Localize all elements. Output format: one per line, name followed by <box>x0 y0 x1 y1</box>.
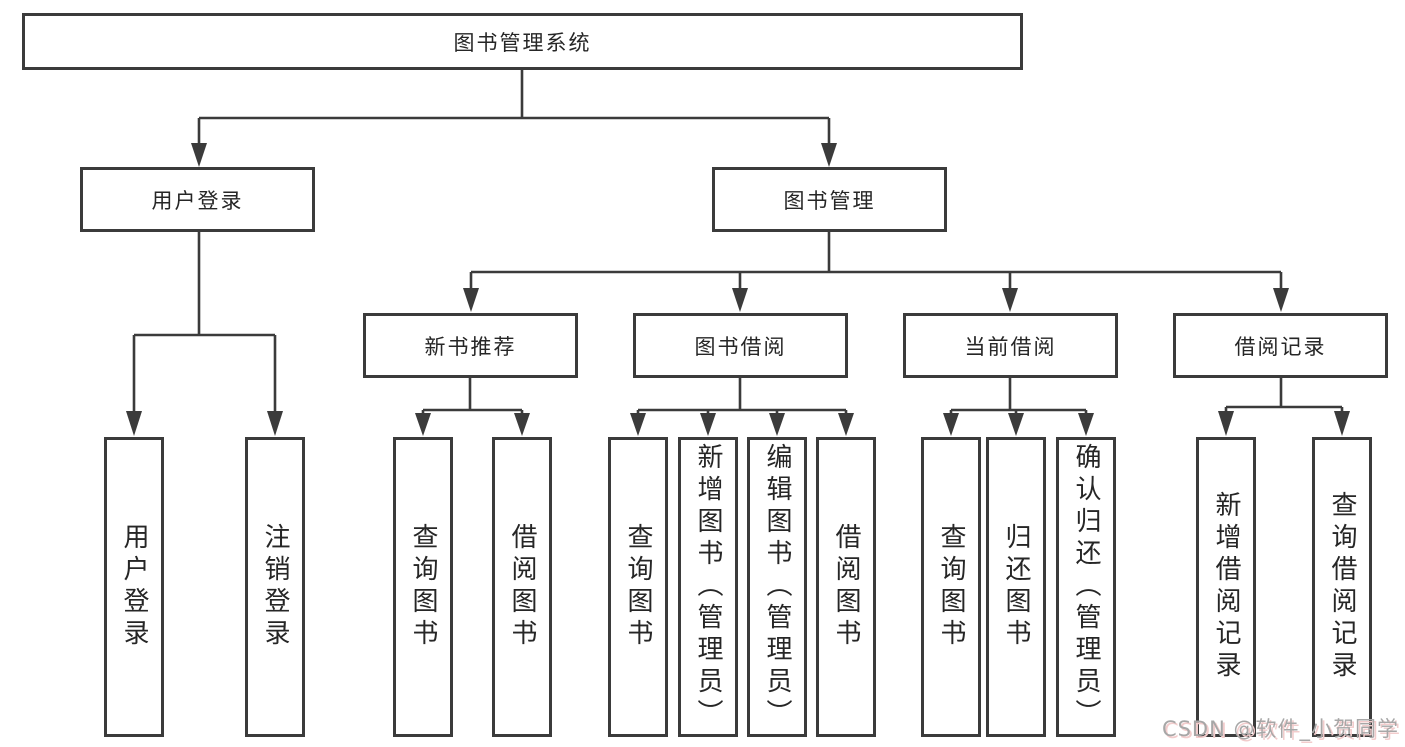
arrowhead-icon <box>1218 411 1234 436</box>
leaf-query-borrow-record: 查询借阅记录 <box>1312 437 1372 737</box>
connector-bookmgmt-to-level3 <box>463 232 1289 312</box>
arrowhead-icon <box>126 411 142 436</box>
leaf-logout: 注销登录 <box>245 437 305 737</box>
leaf-edit-books-admin: 编辑图书（管理员） <box>747 437 807 737</box>
node-label: 归还图书 <box>1001 523 1031 651</box>
arrowhead-icon <box>732 288 748 312</box>
leaf-query-books-recommend: 查询图书 <box>393 437 453 737</box>
arrowhead-icon <box>1002 288 1018 312</box>
arrowhead-icon <box>821 143 837 167</box>
node-label: 用户登录 <box>151 188 244 213</box>
node-label: 确认归还（管理员） <box>1071 443 1101 731</box>
arrowhead-icon <box>630 413 646 436</box>
leaf-add-borrow-record: 新增借阅记录 <box>1196 437 1256 737</box>
arrowhead-icon <box>1078 413 1094 436</box>
node-root-system: 图书管理系统 <box>22 13 1023 70</box>
node-label: 图书管理系统 <box>453 30 592 55</box>
node-label: 借阅记录 <box>1234 334 1327 359</box>
node-label: 查询图书 <box>623 523 653 651</box>
leaf-user-login: 用户登录 <box>104 437 164 737</box>
arrowhead-icon <box>267 411 283 436</box>
node-label: 查询图书 <box>936 523 966 651</box>
node-book-management: 图书管理 <box>712 167 947 232</box>
arrowhead-icon <box>415 413 431 436</box>
connector-newbooks-to-leaves <box>415 378 530 436</box>
leaf-return-books: 归还图书 <box>986 437 1046 737</box>
leaf-query-books-current: 查询图书 <box>921 437 981 737</box>
connector-userlogin-to-leaves <box>126 232 283 436</box>
node-label: 借阅图书 <box>507 523 537 651</box>
node-label: 查询借阅记录 <box>1327 491 1357 683</box>
leaf-confirm-return-admin: 确认归还（管理员） <box>1056 437 1116 737</box>
node-new-book-recommend: 新书推荐 <box>363 313 578 378</box>
arrowhead-icon <box>838 413 854 436</box>
arrowhead-icon <box>1008 413 1024 436</box>
connector-records-to-leaves <box>1218 378 1350 436</box>
node-borrow-records: 借阅记录 <box>1173 313 1388 378</box>
connector-borrowing-to-leaves <box>630 378 854 436</box>
node-label: 图书管理 <box>783 188 876 213</box>
leaf-query-books-borrowing: 查询图书 <box>608 437 668 737</box>
node-label: 查询图书 <box>408 523 438 651</box>
node-user-login: 用户登录 <box>80 167 315 232</box>
node-book-borrowing: 图书借阅 <box>633 313 848 378</box>
leaf-borrow-books-recommend: 借阅图书 <box>492 437 552 737</box>
arrowhead-icon <box>1334 411 1350 436</box>
node-label: 当前借阅 <box>964 334 1057 359</box>
connector-root-to-level2 <box>191 70 837 167</box>
node-label: 用户登录 <box>119 523 149 651</box>
node-label: 借阅图书 <box>831 523 861 651</box>
node-label: 图书借阅 <box>694 334 787 359</box>
node-label: 新书推荐 <box>424 334 517 359</box>
leaf-add-books-admin: 新增图书（管理员） <box>678 437 738 737</box>
arrowhead-icon <box>463 288 479 312</box>
arrowhead-icon <box>514 413 530 436</box>
arrowhead-icon <box>191 143 207 167</box>
csdn-watermark: CSDN @软件_小贺同学 <box>1161 717 1399 741</box>
node-label: 新增图书（管理员） <box>693 443 723 731</box>
node-current-borrowing: 当前借阅 <box>903 313 1118 378</box>
connector-current-to-leaves <box>943 378 1094 436</box>
arrowhead-icon <box>1273 288 1289 312</box>
node-label: 注销登录 <box>260 523 290 651</box>
arrowhead-icon <box>943 413 959 436</box>
arrowhead-icon <box>700 413 716 436</box>
node-label: 编辑图书（管理员） <box>762 443 792 731</box>
node-label: 新增借阅记录 <box>1211 491 1241 683</box>
arrowhead-icon <box>769 413 785 436</box>
leaf-borrow-books: 借阅图书 <box>816 437 876 737</box>
